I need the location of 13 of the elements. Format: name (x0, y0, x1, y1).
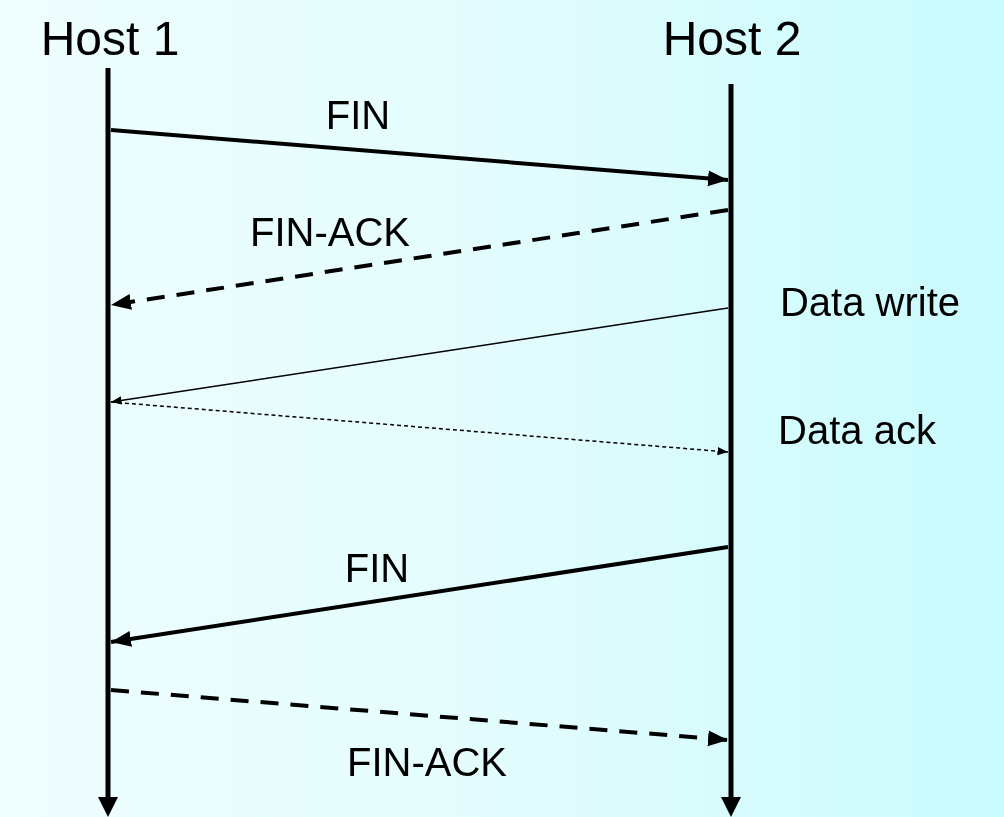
host-label: Host 2 (632, 8, 832, 70)
message-arrow (110, 545, 729, 647)
host-label: Host 1 (10, 8, 210, 70)
edge-label: FIN (344, 545, 410, 591)
edge-label: Data ack (778, 407, 936, 453)
message-arrow (110, 128, 729, 187)
edge-label: FIN-ACK (347, 739, 507, 785)
edge-label: FIN (325, 92, 391, 138)
message-arrow (110, 208, 729, 310)
edge-label: FIN-ACK (250, 209, 410, 255)
message-arrow (110, 401, 729, 456)
edge-label: Data write (779, 279, 961, 325)
message-arrow (110, 688, 729, 747)
